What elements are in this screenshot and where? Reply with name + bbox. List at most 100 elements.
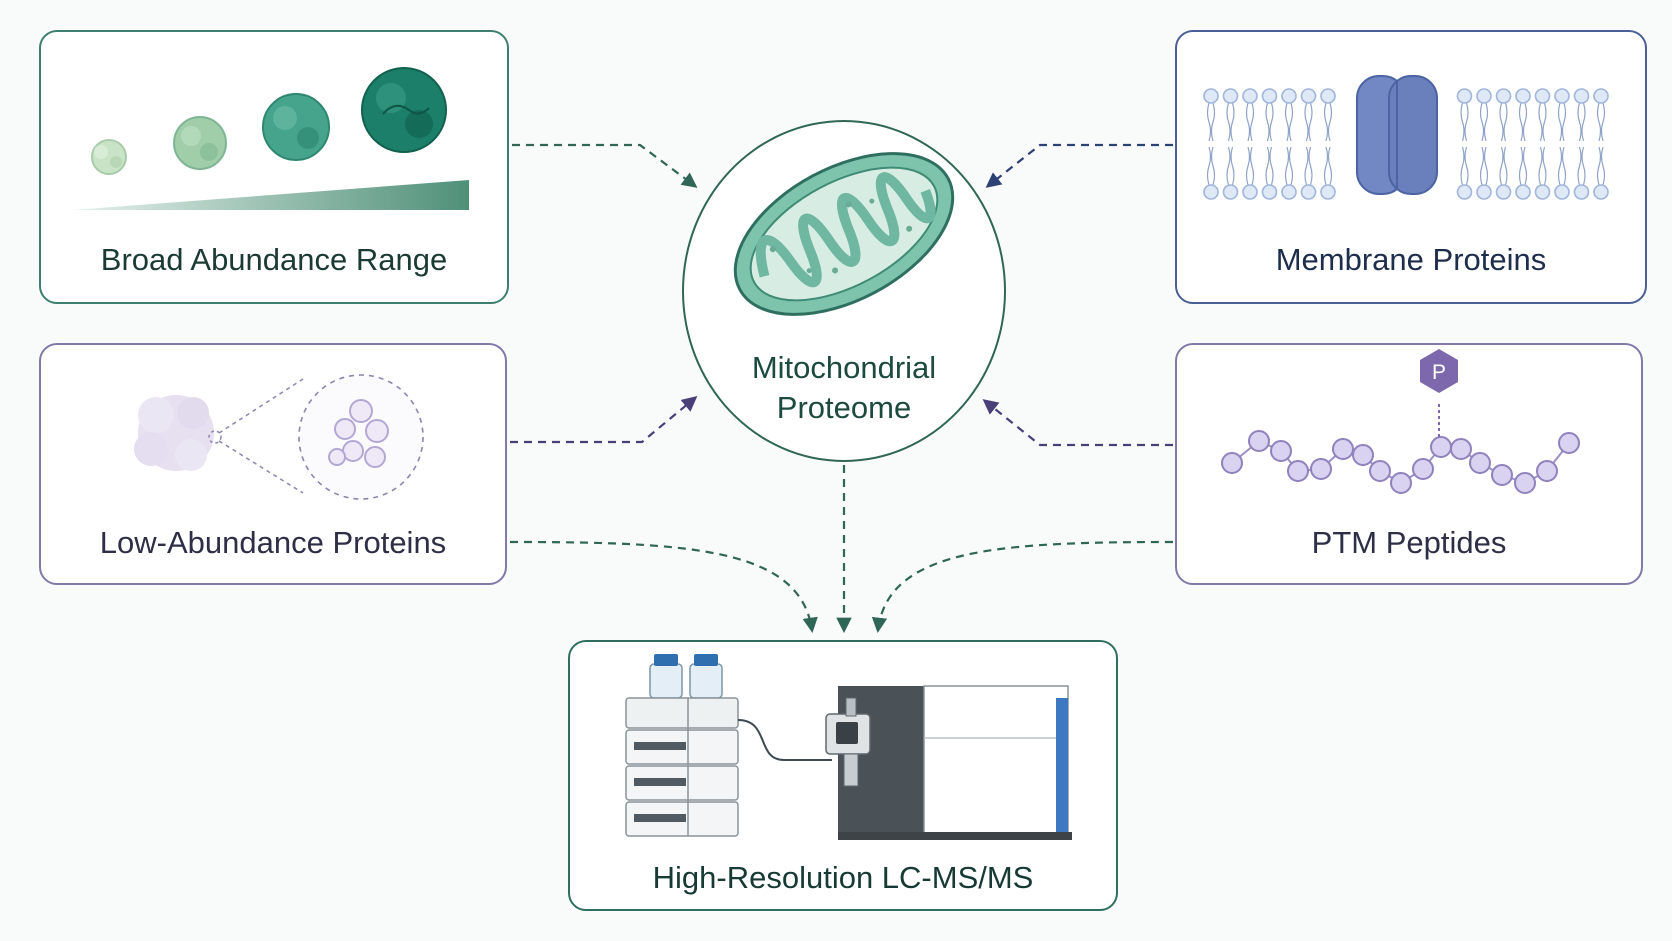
lipid-head — [1242, 88, 1258, 104]
lipid-tail — [1304, 102, 1313, 142]
lipid-head — [1300, 184, 1317, 200]
lipid-tail — [1460, 146, 1469, 186]
membrane-bilayer-illustration — [1203, 75, 1609, 200]
magnified-protein-icon — [328, 399, 389, 468]
peptide-beads — [1221, 430, 1580, 494]
transmembrane-protein-icon — [1356, 75, 1438, 195]
lipid-head — [1456, 184, 1473, 200]
broad-abundance-label: Broad Abundance Range — [100, 242, 448, 277]
lipid-tail — [1538, 146, 1547, 186]
lipid-head — [1456, 88, 1473, 104]
arrow-broad-to-center — [512, 143, 698, 188]
lipid-bilayer — [1203, 88, 1609, 200]
lipid-head — [1495, 184, 1512, 200]
large-protein-icon — [262, 93, 330, 161]
arrow-ptm-to-center — [982, 399, 1173, 447]
arrow-low-to-lcms — [509, 540, 818, 634]
arrow-membrane-to-center — [985, 143, 1173, 188]
lipid-tail — [1304, 146, 1313, 186]
lipid-head — [1222, 184, 1239, 200]
lcms-panel: High-Resolution LC-MS/MS — [568, 640, 1118, 911]
magnifier-circle — [298, 374, 424, 500]
lipid-head — [1593, 88, 1609, 104]
lcms-label: High-Resolution LC-MS/MS — [652, 860, 1034, 895]
lipid-tail — [1577, 102, 1586, 142]
lipid-tail — [1226, 102, 1235, 142]
lipid-head — [1534, 88, 1551, 104]
lipid-head — [1320, 184, 1336, 200]
lipid-head — [1573, 88, 1590, 104]
abundance-gradient-wedge — [73, 180, 469, 210]
lipid-head — [1476, 184, 1492, 200]
lipid-tail — [1557, 102, 1567, 142]
lipid-head — [1300, 88, 1317, 104]
lipid-tail — [1245, 146, 1255, 186]
largest-protein-icon — [361, 67, 447, 153]
lipid-tail — [1284, 102, 1294, 142]
lipid-head — [1573, 184, 1590, 200]
lipid-tail — [1479, 102, 1489, 142]
lipid-head — [1534, 184, 1551, 200]
lipid-head — [1554, 184, 1570, 200]
lipid-head — [1222, 88, 1239, 104]
center-label: Mitochondrial Proteome — [684, 348, 1004, 428]
hplc-stack-icon — [625, 697, 739, 837]
lipid-head — [1515, 88, 1531, 104]
lipid-head — [1203, 184, 1219, 200]
lipid-tail — [1518, 102, 1528, 142]
solvent-bottle-icon — [649, 654, 723, 699]
lipid-head — [1281, 184, 1297, 200]
lipid-tail — [1265, 146, 1274, 186]
ptm-panel: P PTM Peptides — [1175, 343, 1643, 585]
low-abundance-label: Low-Abundance Proteins — [99, 525, 447, 560]
lipid-tail — [1538, 102, 1547, 142]
low-abundance-illustration — [134, 374, 424, 500]
mass-spectrometer-icon — [825, 685, 1072, 840]
mitochondrion-icon — [733, 152, 955, 316]
center-label-line1: Mitochondrial — [751, 350, 937, 385]
arrow-ptm-to-lcms — [871, 540, 1174, 634]
phosphate-badge-text: P — [1432, 361, 1446, 384]
lipid-tail — [1206, 102, 1216, 142]
ptm-peptide-illustration: P — [1221, 349, 1580, 494]
mitochondrial-proteome-node: Mitochondrial Proteome — [682, 120, 1006, 462]
lipid-tail — [1323, 102, 1333, 142]
lipid-head — [1261, 184, 1278, 200]
lipid-tail — [1265, 102, 1274, 142]
phosphate-badge-icon — [1420, 349, 1458, 393]
lipid-tail — [1499, 146, 1508, 186]
lipid-tail — [1479, 146, 1489, 186]
lipid-head — [1203, 88, 1219, 104]
arrow-low-to-center — [510, 396, 698, 444]
lipid-head — [1554, 88, 1570, 104]
faint-protein-cluster-icon — [134, 395, 214, 471]
lipid-head — [1320, 88, 1336, 104]
lipid-head — [1281, 88, 1297, 104]
lipid-head — [1476, 88, 1492, 104]
lipid-tail — [1499, 102, 1508, 142]
lipid-tail — [1460, 102, 1469, 142]
lipid-tail — [1323, 146, 1333, 186]
lipid-head — [1593, 184, 1609, 200]
lipid-tail — [1596, 102, 1606, 142]
small-protein-icon — [91, 139, 127, 175]
lipid-head — [1242, 184, 1258, 200]
lipid-tail — [1284, 146, 1294, 186]
lipid-tail — [1518, 146, 1528, 186]
transfer-tube — [737, 719, 832, 761]
lipid-tail — [1577, 146, 1586, 186]
membrane-label: Membrane Proteins — [1275, 242, 1547, 277]
lcms-instrument-illustration — [625, 654, 1072, 840]
lipid-head — [1515, 184, 1531, 200]
medium-protein-icon — [173, 116, 227, 170]
lipid-tail — [1596, 146, 1606, 186]
lipid-tail — [1557, 146, 1567, 186]
center-label-line2: Proteome — [776, 390, 912, 425]
membrane-panel: Membrane Proteins — [1175, 30, 1647, 304]
lipid-tail — [1226, 146, 1235, 186]
lipid-tail — [1206, 146, 1216, 186]
lipid-tail — [1245, 102, 1255, 142]
broad-abundance-panel: Broad Abundance Range — [39, 30, 509, 304]
ptm-label: PTM Peptides — [1311, 525, 1507, 560]
low-abundance-panel: Low-Abundance Proteins — [39, 343, 507, 585]
